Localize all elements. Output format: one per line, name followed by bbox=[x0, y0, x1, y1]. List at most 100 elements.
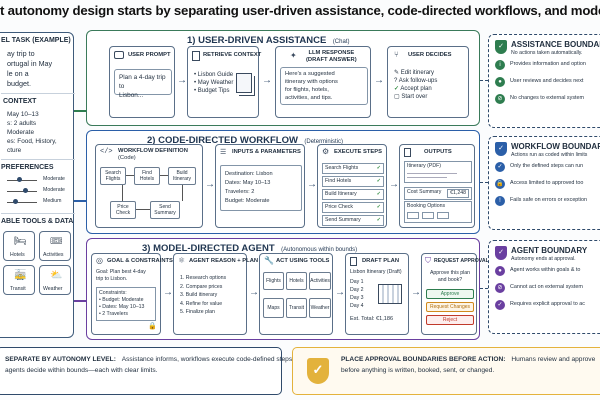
connector-line bbox=[480, 80, 488, 81]
example-task-header: EL TASK (EXAMPLE) bbox=[1, 37, 71, 44]
goal-constraints-card: ◎ GOAL & CONSTRAINTS Goal: Plan best 4-d… bbox=[91, 253, 173, 335]
square-icon: ▢ bbox=[394, 94, 400, 100]
arrow-right-icon: → bbox=[177, 75, 187, 86]
info-icon: i bbox=[495, 60, 505, 70]
approve-button[interactable]: Approve bbox=[426, 289, 474, 299]
execute-steps-card: ⚙ EXECUTE STEPS Search Flights✓ Find Hot… bbox=[317, 144, 387, 228]
connector-line bbox=[74, 110, 86, 112]
tools-header: ABLE TOOLS & DATA bbox=[1, 218, 74, 225]
user-prompt-card: USER PROMPT Plan a 4-day trip to Lisbon.… bbox=[109, 46, 175, 118]
check-icon: ✓ bbox=[394, 86, 400, 92]
section-2-title: 2) CODE-DIRECTED WORKFLOW (Deterministic… bbox=[147, 135, 344, 146]
inputs-parameters-card: ☰ INPUTS & PARAMETERS Destination: Lisbo… bbox=[215, 144, 305, 228]
check-icon: ✓ bbox=[376, 178, 381, 184]
pencil-icon: ✎ bbox=[394, 70, 400, 76]
preference-sliders: Moderate Moderate Medium bbox=[3, 176, 73, 209]
connector-line bbox=[74, 300, 86, 302]
arrow-right-icon: → bbox=[205, 179, 215, 190]
context-text: May 10–13 s: 2 adults Moderate es: Food,… bbox=[7, 111, 57, 154]
ticket-icon: 🎟 bbox=[50, 236, 63, 247]
tool-transit: 🚋 Transit bbox=[3, 265, 35, 295]
request-changes-button[interactable]: Request Changes bbox=[426, 302, 474, 312]
shield-icon: ✓ bbox=[495, 40, 507, 54]
boundary-item: !Fails safe on errors or exception bbox=[495, 196, 600, 206]
llm-response-card: ✦ LLM RESPONSE (DRAFT ANSWER) Here's a s… bbox=[275, 46, 371, 118]
arrow-right-icon: → bbox=[307, 179, 317, 190]
document-icon bbox=[350, 257, 357, 266]
wf-box-search-flights: Search Flights bbox=[100, 167, 126, 185]
reject-button[interactable]: Reject bbox=[426, 315, 474, 325]
users-icon: ● bbox=[495, 266, 505, 276]
option-edit: ✎ Edit itinerary bbox=[394, 70, 435, 76]
shield-icon: ✓ bbox=[495, 246, 507, 260]
step-row: Search Flights✓ bbox=[322, 163, 384, 174]
list-item: • Lisbon Guide bbox=[194, 72, 234, 78]
outputs-card: OUTPUTS Itinerary (PDF) Cost Summary €1,… bbox=[399, 144, 475, 228]
step-row: Send Summary✓ bbox=[322, 215, 384, 226]
lock-icon: 🔒 bbox=[495, 179, 505, 189]
workflow-boundary: ✓ WORKFLOW BOUNDARY Actions run as coded… bbox=[488, 136, 600, 230]
output-booking-options: Booking Options bbox=[404, 201, 472, 223]
context-header: CONTEXT bbox=[3, 98, 37, 105]
section-1-title: 1) USER-DRIVEN ASSISTANCE (Chat) bbox=[187, 35, 350, 46]
section-model-directed-agent: 3) MODEL-DIRECTED AGENT (Autonomous with… bbox=[86, 238, 489, 340]
lock-icon: 🔒 bbox=[148, 323, 157, 330]
document-stack-icon bbox=[236, 73, 252, 93]
check-icon: ✓ bbox=[376, 204, 381, 210]
option-ask: ? Ask follow-ups bbox=[394, 78, 438, 84]
workflow-definition-card: </> WORKFLOW DEFINITION (Code) Search Fl… bbox=[95, 144, 203, 228]
draft-plan-card: DRAFT PLAN Lisbon Itinerary (Draft) Day … bbox=[345, 253, 409, 335]
boundary-item: 🔒Access limited to approved too bbox=[495, 179, 584, 189]
cloud-icon: ⛅ bbox=[50, 270, 63, 281]
section-code-directed-workflow: 2) CODE-DIRECTED WORKFLOW (Deterministic… bbox=[86, 130, 480, 234]
agent-boundary: ✓ AGENT BOUNDARY Autonomy ends at approv… bbox=[488, 240, 600, 334]
wf-box-build-itinerary: Build Itinerary bbox=[168, 167, 196, 185]
question-icon: ? bbox=[394, 78, 398, 84]
check-icon: ✓ bbox=[376, 191, 381, 197]
chat-icon bbox=[114, 51, 124, 59]
shield-icon: ⛉ bbox=[425, 256, 431, 265]
wrench-icon: 🔧 bbox=[264, 256, 274, 265]
list-item: • Budget Tips bbox=[194, 88, 230, 94]
shield-check-icon: ✓ bbox=[307, 358, 329, 384]
bed-icon: 🛏 bbox=[14, 236, 27, 247]
code-icon: </> bbox=[100, 148, 113, 156]
arrow-right-icon: → bbox=[163, 287, 173, 298]
target-icon: ◎ bbox=[96, 256, 103, 265]
preference-slider: Medium bbox=[3, 198, 73, 209]
assistance-boundary: ✓ ASSISTANCE BOUNDARY No actions taken a… bbox=[488, 34, 600, 128]
wf-box-send-summary: Send Summary bbox=[150, 201, 180, 219]
connector-line bbox=[480, 182, 488, 183]
tool-transit: Transit bbox=[286, 298, 307, 318]
no-icon: ⊘ bbox=[495, 94, 505, 104]
sparkle-icon: ✦ bbox=[290, 51, 297, 60]
check-icon: ✓ bbox=[376, 165, 381, 171]
arrow-right-icon: → bbox=[389, 179, 399, 190]
boundary-item: ⊘Cannot act on external system bbox=[495, 283, 600, 293]
section-3-title: 3) MODEL-DIRECTED AGENT (Autonomous with… bbox=[142, 243, 358, 254]
request-approval-card: ⛉ REQUEST APPROVAL Approve this plan and… bbox=[421, 253, 489, 335]
shield-icon: ✓ bbox=[495, 142, 507, 156]
boundary-item: ✓Only the defined steps can run bbox=[495, 162, 600, 172]
user-prompt-bubble: Plan a 4-day trip to Lisbon... bbox=[114, 69, 172, 99]
tool-hotels: 🛏 Hotels bbox=[3, 231, 35, 261]
output-cost-summary: Cost Summary €1,248 bbox=[404, 187, 472, 200]
document-icon bbox=[404, 148, 411, 157]
arrow-right-icon: → bbox=[262, 75, 272, 86]
example-task-text: ay trip to ortugal in May le on a budget… bbox=[7, 49, 53, 88]
step-row: Build Itinerary✓ bbox=[322, 189, 384, 200]
boundary-item: ⊘No changes to external system bbox=[495, 94, 600, 104]
footer-left: SEPARATE BY AUTONOMY LEVEL: Assistance i… bbox=[0, 347, 294, 395]
tool-activities: Activities bbox=[309, 272, 331, 290]
arrow-right-icon: → bbox=[335, 287, 345, 298]
building-icon bbox=[378, 284, 402, 304]
footer-right: ✓ PLACE APPROVAL BOUNDARIES BEFORE ACTIO… bbox=[292, 347, 600, 395]
list-item: • May Weather bbox=[194, 80, 234, 86]
arrow-right-icon: → bbox=[374, 75, 384, 86]
llm-response-text: Here's a suggested itinerary with option… bbox=[280, 67, 368, 105]
tram-icon: 🚋 bbox=[14, 270, 27, 281]
tool-maps: Maps bbox=[263, 298, 284, 318]
arrow-right-icon: → bbox=[411, 287, 421, 298]
tool-weather: Weather bbox=[309, 298, 331, 318]
